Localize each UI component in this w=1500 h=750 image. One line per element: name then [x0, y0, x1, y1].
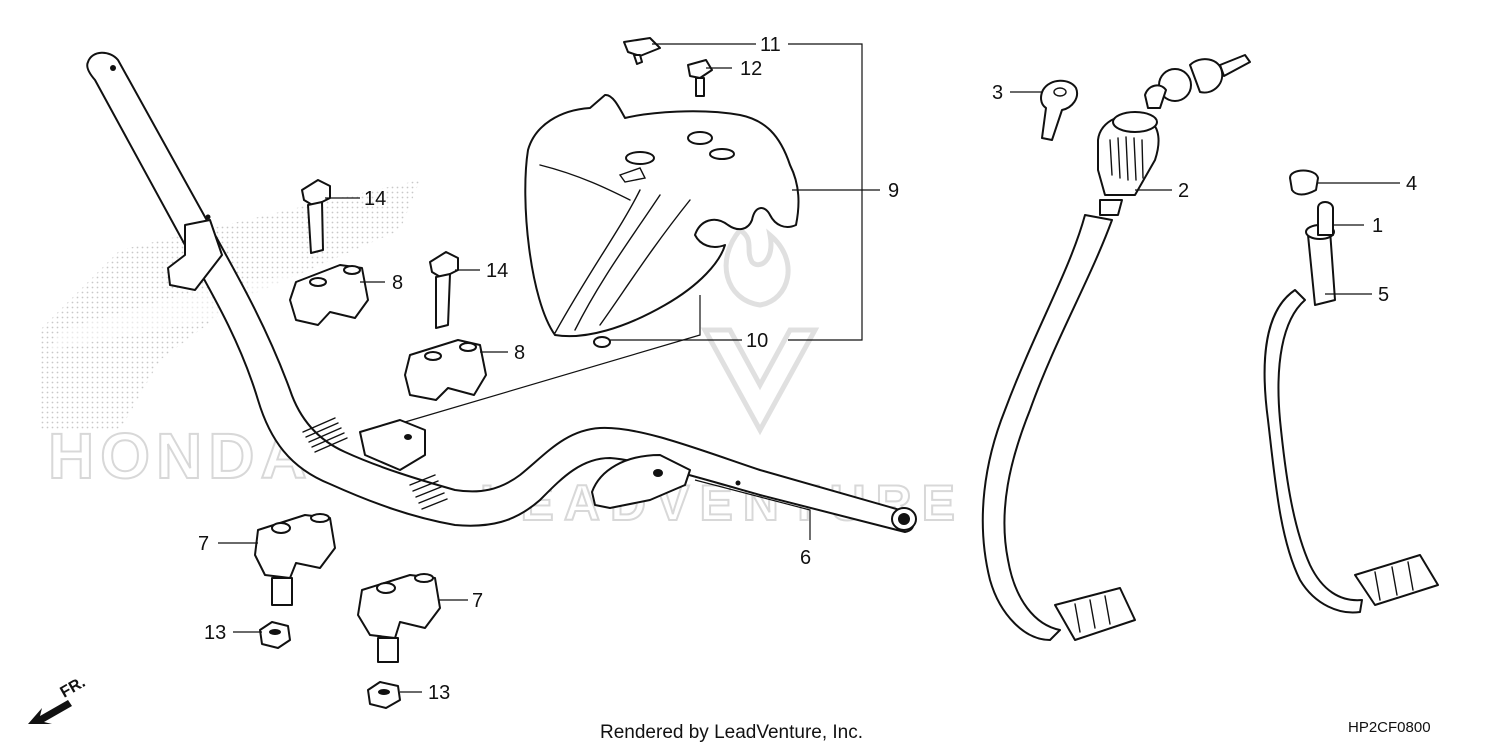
callout-10: 10 [746, 330, 768, 352]
holder-7-left [254, 513, 336, 606]
callout-8-upper: 8 [392, 272, 403, 294]
callout-13-right: 13 [428, 682, 450, 704]
handlebar-cover [524, 93, 800, 338]
rendered-by-text: Rendered by LeadVenture, Inc. [600, 722, 863, 743]
callout-6: 6 [800, 547, 811, 569]
callout-3: 3 [992, 82, 1003, 104]
callout-7-left: 7 [198, 533, 209, 555]
callout-1: 1 [1372, 215, 1383, 237]
callout-5: 5 [1378, 284, 1389, 306]
front-arrow-icon: FR. [28, 674, 88, 724]
callout-11: 11 [760, 34, 781, 56]
diagram-code: HP2CF0800 [1348, 719, 1431, 736]
nut-10 [593, 336, 611, 348]
bolt-12 [687, 59, 713, 97]
callout-8-lower: 8 [514, 342, 525, 364]
leader-lines [218, 43, 1400, 693]
callout-7-right: 7 [472, 590, 483, 612]
direction-label: FR. [58, 674, 89, 702]
bulb-1 [1317, 201, 1334, 236]
key-3 [1040, 79, 1078, 141]
cap-4 [1289, 169, 1319, 196]
callout-13-left: 13 [204, 622, 226, 644]
callout-9: 9 [888, 180, 899, 202]
ignition-switch [981, 54, 1251, 641]
handlebar [86, 51, 917, 533]
nut-13-right [367, 681, 401, 709]
holder-7-right [357, 573, 441, 663]
callout-14-lower: 14 [486, 260, 508, 282]
nut-13-left [259, 621, 291, 649]
callout-12: 12 [740, 58, 762, 80]
callout-14-upper: 14 [364, 188, 386, 210]
bolt-14-lower [429, 251, 459, 329]
callout-4: 4 [1406, 173, 1417, 195]
holder-upper-8 [289, 264, 369, 326]
clip-11 [623, 37, 661, 65]
honda-watermark-text: HONDA [48, 420, 313, 492]
callout-2: 2 [1178, 180, 1189, 202]
indicator-harness [1263, 224, 1439, 614]
holder-lower-8 [404, 339, 487, 401]
